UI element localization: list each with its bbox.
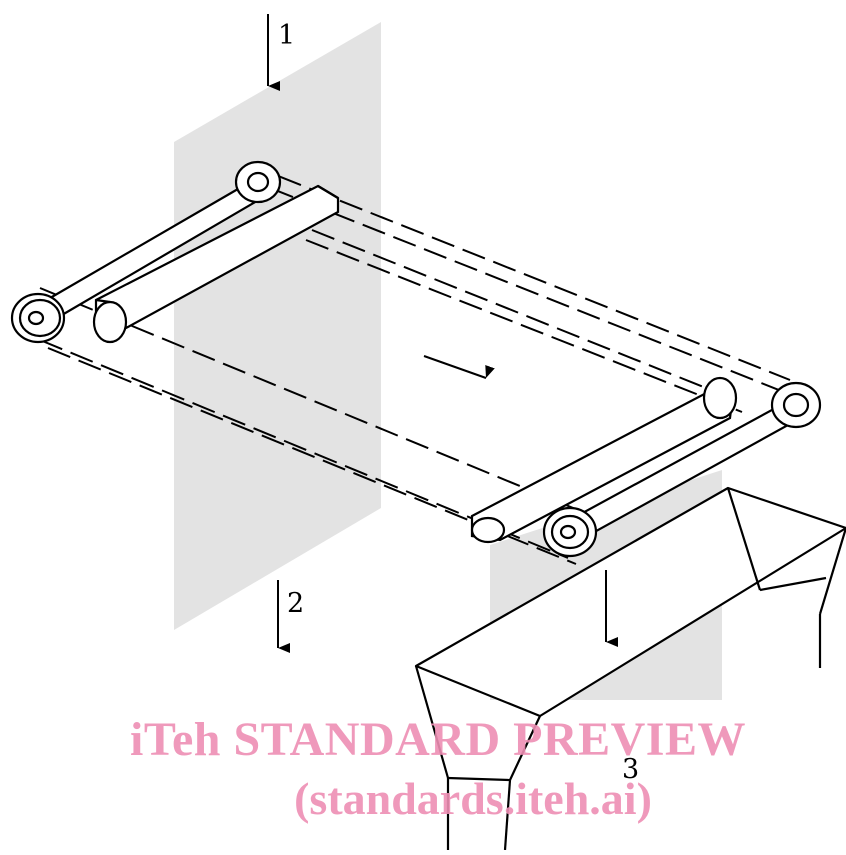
hopper: [414, 486, 846, 851]
left-roller: [92, 184, 340, 344]
vertical-plane-left: [174, 22, 381, 630]
watermark-title: iTeh STANDARD PREVIEW: [130, 713, 746, 766]
left-pulley: [10, 292, 66, 344]
left-shaft: [36, 160, 282, 324]
label-feed: 1: [278, 20, 295, 51]
right-roller: [470, 376, 738, 544]
watermark-subtitle: (standards.iteh.ai): [294, 773, 652, 824]
belt-direction-arrow: [423, 355, 495, 379]
label-hopper: 3: [622, 754, 639, 785]
label-drop-through: 2: [287, 588, 304, 619]
right-shaft: [542, 381, 822, 558]
